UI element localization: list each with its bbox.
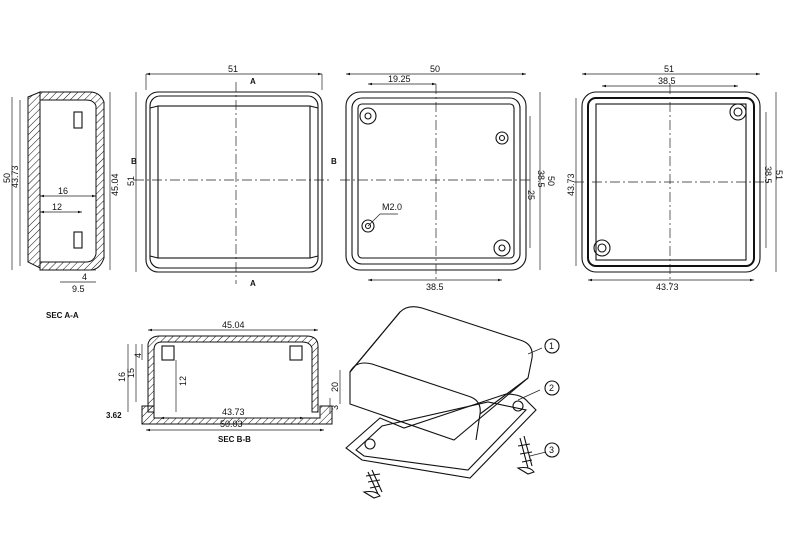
bv1-dim-38-5: 38.5 [536, 170, 546, 188]
marker-a-bottom: A [250, 279, 256, 288]
sec-a-dim-4: 4 [82, 272, 87, 282]
bv1-dim-50: 50 [430, 64, 440, 74]
sec-b-label: SEC B-B [218, 435, 251, 444]
iso-dim-20: 20 [330, 382, 340, 392]
top-dim-51: 51 [228, 64, 238, 74]
balloon-2: 2 [549, 383, 554, 393]
sec-a-dim-43-73: 43.73 [10, 165, 20, 188]
top-view: 51 51 A A B B [126, 64, 337, 288]
sec-a-dim-9-5: 9.5 [72, 284, 85, 294]
bv1-thread-m2: M2.0 [382, 202, 402, 212]
bv2-dim-38-5-vertical: 38.5 [763, 166, 773, 184]
bv2-dim-51: 51 [664, 64, 674, 74]
sec-b-dim-43-73: 43.73 [222, 407, 245, 417]
marker-a-top: A [250, 77, 256, 86]
bottom-view-1: 50 19.25 25 38.5 50 M2.0 38.5 [340, 64, 556, 292]
sec-b-dim-45-04: 45.04 [222, 320, 245, 330]
sec-b-dim-15: 15 [126, 368, 136, 378]
sec-b-dim-12: 12 [178, 376, 188, 386]
sec-b-dim-16: 16 [117, 372, 127, 382]
top-dim-51-vertical: 51 [126, 176, 136, 186]
balloon-1: 1 [549, 341, 554, 351]
marker-b-left: B [131, 157, 137, 166]
sec-b-dim-3-62: 3.62 [106, 411, 122, 420]
sec-a-dim-45-04: 45.04 [110, 173, 120, 196]
bv2-dim-43-73-bottom: 43.73 [656, 282, 679, 292]
sec-a-dim-12: 12 [52, 202, 62, 212]
bv2-dim-43-73: 43.73 [566, 173, 576, 196]
sec-a-dim-16: 16 [58, 186, 68, 196]
bv1-dim-38-5-bottom: 38.5 [426, 282, 444, 292]
bv2-dim-38-5: 38.5 [658, 76, 676, 86]
sec-b-dim-3: 3 [330, 405, 340, 410]
section-b-view: 45.04 16 15 4 12 3.62 43.73 50.03 3 SEC … [106, 320, 340, 444]
bv2-dim-51-vertical: 51 [774, 170, 784, 180]
bv1-dim-50-vertical: 50 [546, 176, 556, 186]
isometric-view: 20 1 2 3 [330, 306, 560, 499]
section-a-view: 50 43.73 45.04 16 12 4 9.5 SEC A-A [2, 91, 120, 320]
bottom-view-2: 51 38.5 43.73 38.5 51 43.73 [566, 64, 784, 292]
bv1-dim-19-25: 19.25 [388, 74, 411, 84]
sec-b-dim-50-03: 50.03 [220, 419, 243, 429]
sec-a-label: SEC A-A [46, 311, 79, 320]
marker-b-right: B [331, 157, 337, 166]
balloon-3: 3 [549, 445, 554, 455]
sec-b-dim-4: 4 [133, 353, 143, 358]
bv1-dim-25: 25 [526, 190, 536, 200]
sec-a-dim-50: 50 [2, 173, 12, 183]
